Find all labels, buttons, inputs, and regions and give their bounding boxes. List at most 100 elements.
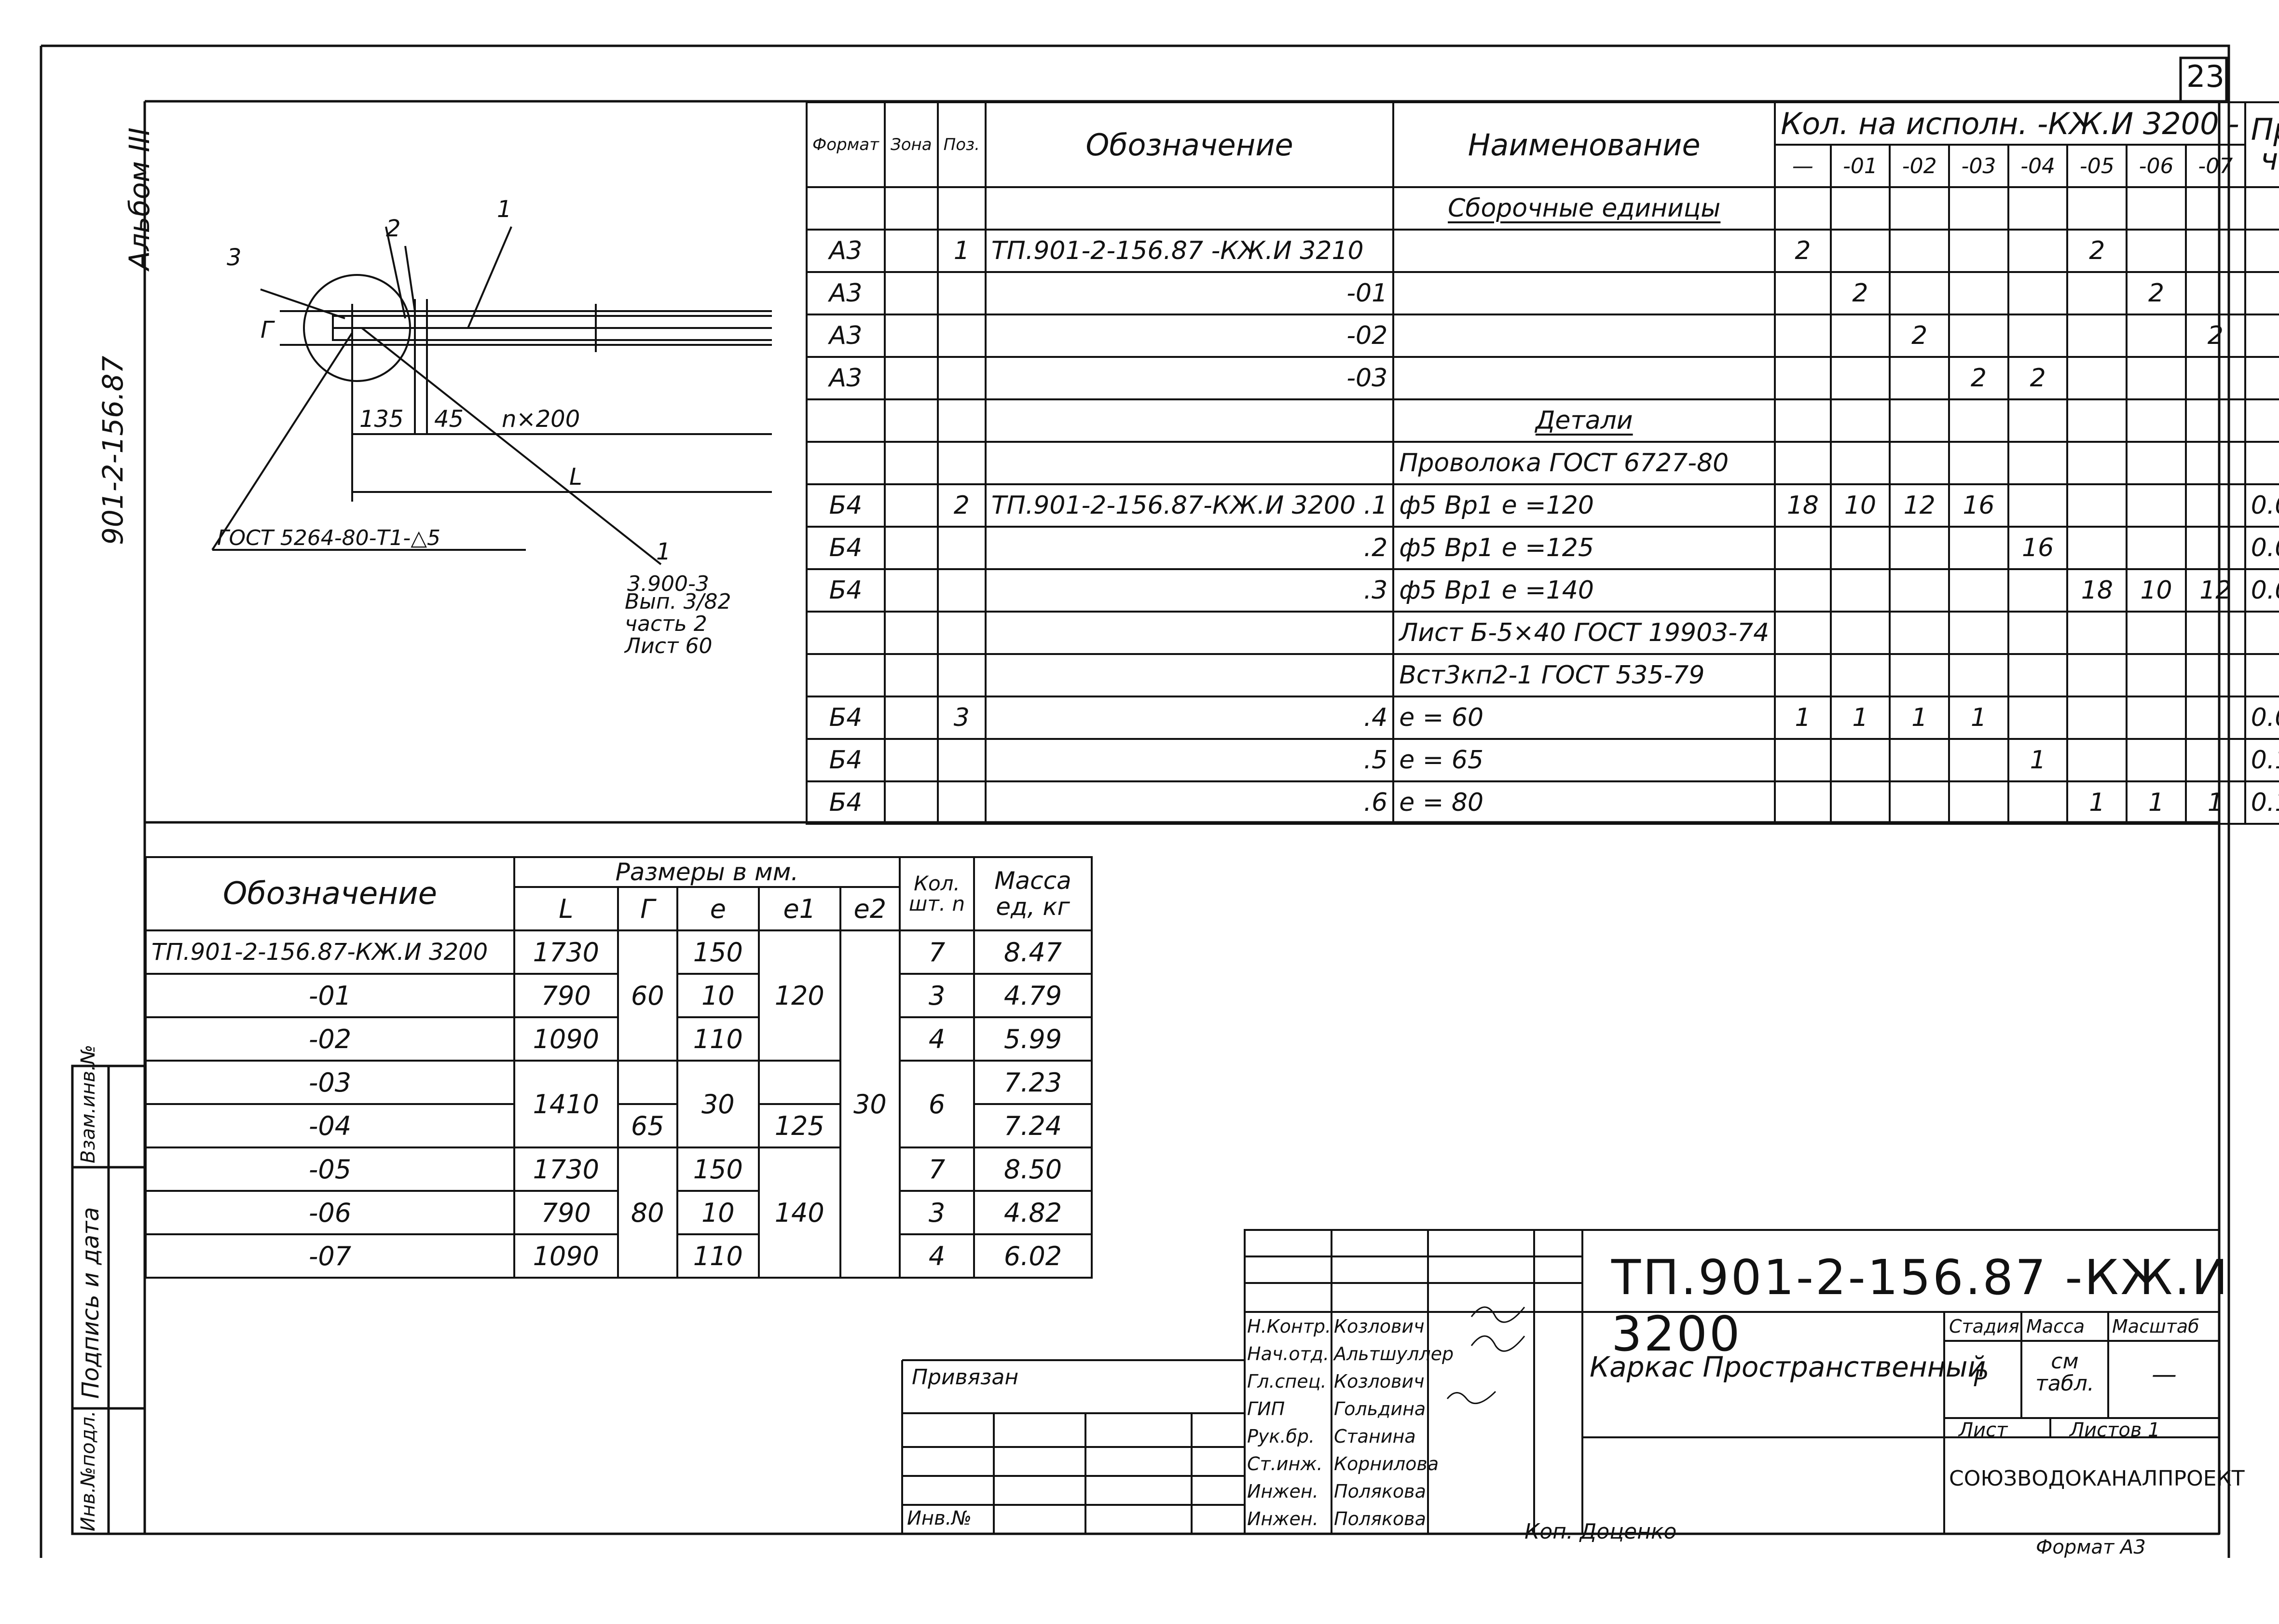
hdr-designation: Обозначение (984, 101, 1395, 188)
spec-qty: 10 (1829, 483, 1891, 528)
spec-qty (1774, 186, 1832, 231)
role-label: Н.Контр. (1247, 1316, 1332, 1337)
spec-qty (1889, 611, 1950, 655)
spec-pos: 3 (936, 696, 987, 740)
dims-n: 7 (899, 1146, 975, 1192)
dims-des: -06 (145, 1190, 515, 1235)
spec-qty (1948, 398, 2009, 443)
inv-label: Инв.№ (907, 1507, 972, 1529)
spec-qty (2066, 696, 2128, 740)
spec-name: ф5 Вр1 е =125 (1392, 526, 1776, 570)
spec-name: Сборочные единицы (1392, 186, 1776, 231)
spec-qty: 12 (2184, 568, 2246, 613)
spec-qty (2007, 314, 2069, 358)
dims-des: -03 (145, 1060, 515, 1105)
spec-qty (2007, 271, 2069, 315)
spec-note (2244, 186, 2279, 231)
spec-qty (2184, 526, 2246, 570)
sheets-label: Листов 1 (2070, 1419, 2160, 1441)
scale-value: — (2152, 1360, 2177, 1389)
spec-qty (1948, 653, 2009, 697)
dims-L: 1730 (513, 929, 619, 975)
bound-label: Привязан (912, 1365, 1019, 1390)
spec-name: е = 65 (1392, 738, 1776, 782)
weld-note: ГОСТ 5264-80-Т1-△5 (217, 526, 440, 550)
spec-format: Б4 (806, 568, 886, 613)
spec-name (1392, 356, 1776, 400)
spec-note: 0.02 кг (2244, 483, 2279, 528)
spec-qty (1889, 653, 1950, 697)
spec-note: 0.09 (2244, 696, 2279, 740)
spec-qty (1774, 398, 1832, 443)
spec-name: ф5 Вр1 е =120 (1392, 483, 1776, 528)
dims-n: 3 (899, 973, 975, 1018)
spec-format: Б4 (806, 696, 886, 740)
dims-n: 3 (899, 1190, 975, 1235)
stage-label: Стадия (1949, 1316, 2019, 1337)
spec-qty (2126, 738, 2187, 782)
dims-e: 150 (676, 1146, 760, 1192)
spec-qty (2066, 356, 2128, 400)
organization: СОЮЗВОДОКАНАЛПРОЕКТ (1949, 1466, 2245, 1491)
spec-qty (2184, 186, 2246, 231)
person-name: Полякова (1334, 1481, 1426, 1502)
dims-n: 6 (899, 1060, 975, 1148)
dims-L: 790 (513, 1190, 619, 1235)
signature-3 (1446, 1391, 1496, 1404)
spec-pos (936, 653, 987, 697)
spec-name: е = 80 (1392, 780, 1776, 825)
spec-qty: 2 (2126, 271, 2187, 315)
dim-nx200: n×200 (502, 406, 580, 433)
callout-2: 2 (386, 215, 401, 242)
spec-format: Б4 (806, 780, 886, 825)
spec-name: е = 60 (1392, 696, 1776, 740)
dims-e: 110 (676, 1016, 760, 1062)
spec-designation (984, 653, 1395, 697)
spec-qty (1774, 526, 1832, 570)
dims-G: 60 (617, 929, 678, 1062)
dims-header-1: Обозначение Размеры в мм. Кол. шт. n Мас… (145, 856, 1093, 931)
spec-name: ф5 Вр1 е =140 (1392, 568, 1776, 613)
spec-qty (1774, 568, 1832, 613)
spec-qty (2184, 483, 2246, 528)
spec-qty: 2 (1889, 314, 1950, 358)
doc-code: ТП.901-2-156.87 -КЖ.И 3200 (1611, 1249, 2230, 1362)
spec-zone (883, 314, 939, 358)
spec-qty (1829, 229, 1891, 273)
dims-G-cont (617, 1060, 678, 1104)
spec-pos (936, 780, 987, 825)
spec-qty: 2 (1948, 356, 2009, 400)
spec-qty (2007, 441, 2069, 485)
callout-1: 1 (497, 196, 512, 223)
spec-qty (1774, 780, 1832, 825)
spec-designation: -01 (984, 271, 1395, 315)
spec-qty (2007, 653, 2069, 697)
spec-qty (1829, 653, 1891, 697)
copied-by: Коп. Доценко (1524, 1519, 1677, 1544)
spec-note: 0.02 (2244, 526, 2279, 570)
title: Каркас Пространственный (1590, 1351, 1986, 1383)
dims-des: -07 (145, 1233, 515, 1279)
variant-05: -05 (2066, 144, 2128, 188)
spec-qty (2066, 738, 2128, 782)
spec-qty: 1 (2007, 738, 2069, 782)
spec-zone (883, 526, 939, 570)
spec-designation: .5 (984, 738, 1395, 782)
format-label: Формат А3 (2036, 1536, 2146, 1558)
mass-label: Масса (2026, 1316, 2085, 1337)
spec-qty (1948, 568, 2009, 613)
frame-sketch: 3 2 1 1 135 45 n×200 L Г e e2 e1 e2 ГОСТ… (211, 196, 772, 596)
spec-qty (1889, 526, 1950, 570)
spec-zone (883, 653, 939, 697)
spec-qty (1889, 398, 1950, 443)
dims-des: -05 (145, 1146, 515, 1192)
spec-pos (936, 186, 987, 231)
table-row: -01 790 10 3 4.79 (145, 973, 1093, 1018)
variant-02: -02 (1889, 144, 1950, 188)
